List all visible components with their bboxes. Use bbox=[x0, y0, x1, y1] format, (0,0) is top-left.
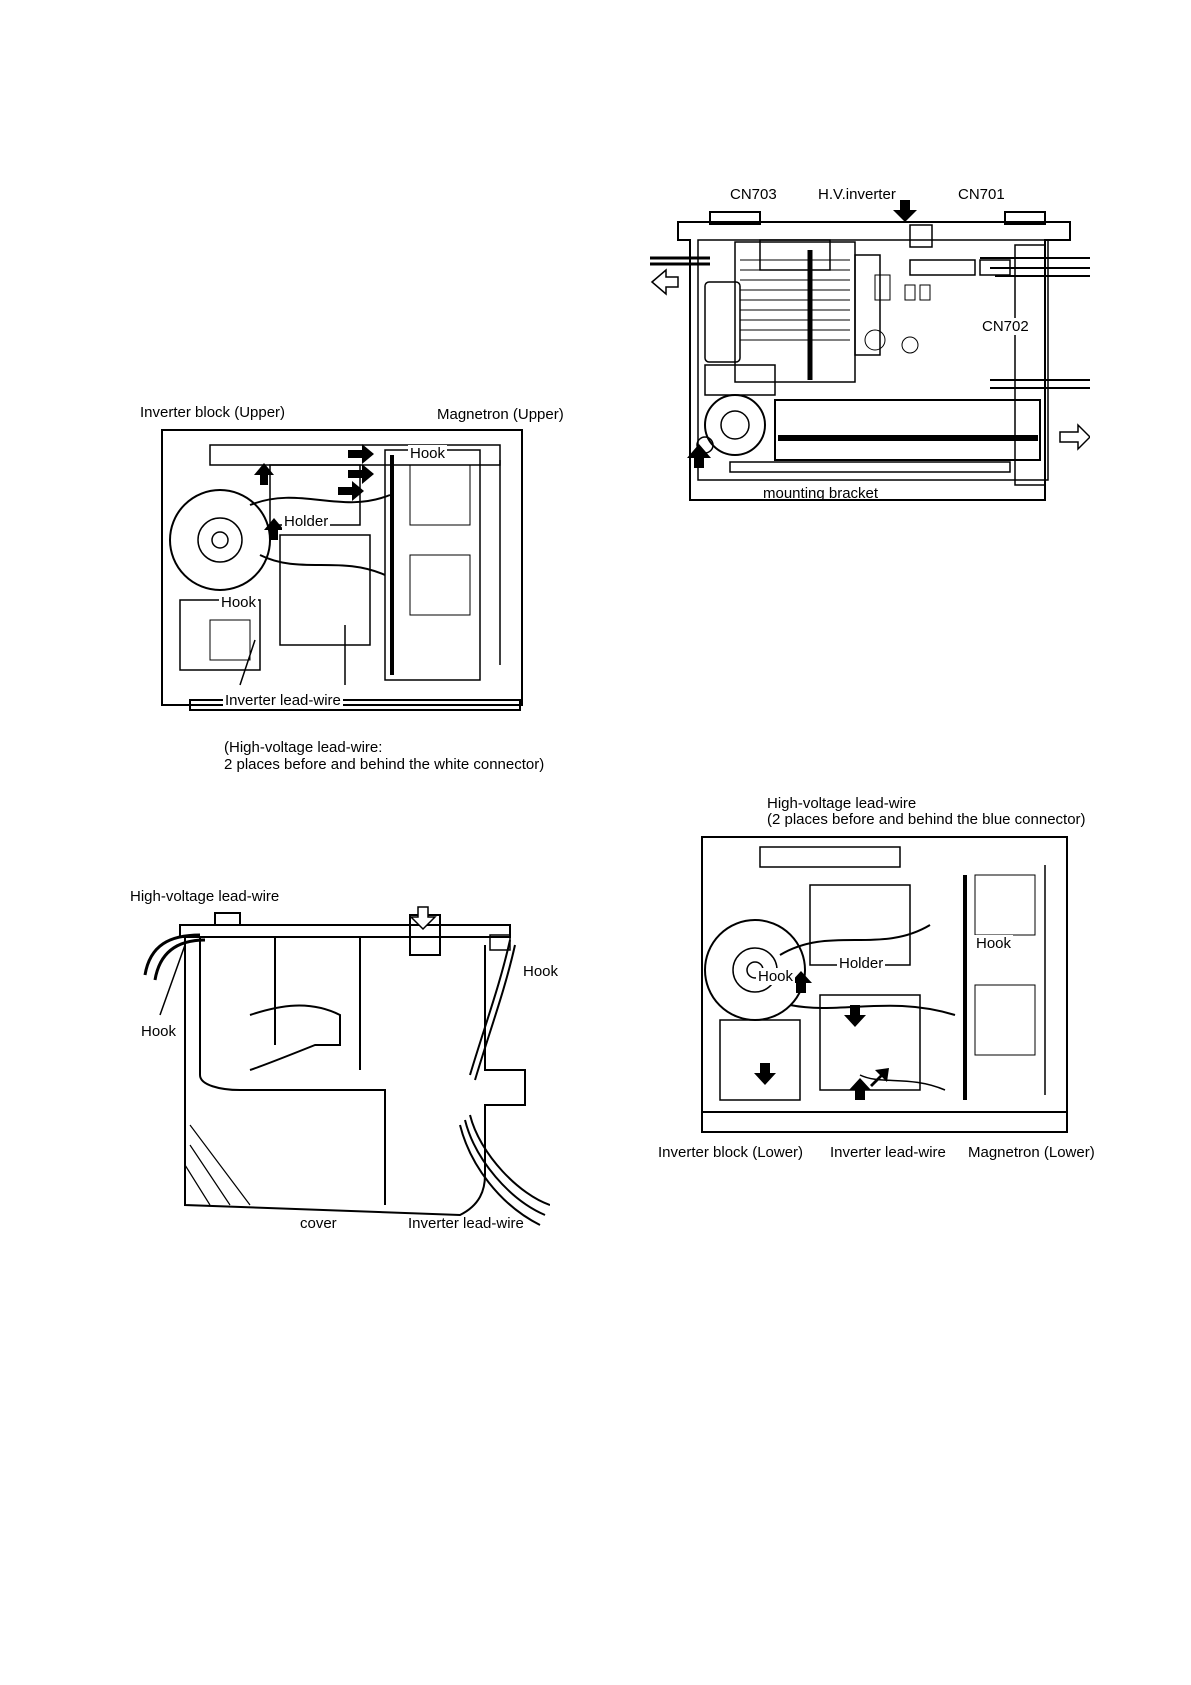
label-hook-left-bl: Hook bbox=[139, 1023, 179, 1040]
label-holder-br: Holder bbox=[837, 955, 886, 972]
label-hook-right-br: Hook bbox=[974, 935, 1014, 952]
label-cn701: CN701 bbox=[958, 186, 1005, 203]
label-hook-right-bl: Hook bbox=[521, 963, 561, 980]
label-hook-left: Hook bbox=[219, 594, 259, 611]
label-inverter-lead-wire-bl: Inverter lead-wire bbox=[408, 1215, 524, 1232]
label-hv-line2-br: (2 places before and behind the blue con… bbox=[767, 811, 1086, 828]
label-hv-note-line1: (High-voltage lead-wire: bbox=[224, 739, 383, 756]
label-mounting-bracket: mounting bracket bbox=[763, 485, 879, 502]
label-hv-lead-wire-bl: High-voltage lead-wire bbox=[130, 888, 280, 905]
label-cover: cover bbox=[300, 1215, 337, 1232]
hv-inverter-diagram bbox=[650, 200, 1090, 501]
label-inverter-lead-wire: Inverter lead-wire bbox=[223, 692, 343, 709]
label-inverter-block-upper: Inverter block (Upper) bbox=[140, 404, 286, 421]
label-magnetron-upper: Magnetron (Upper) bbox=[437, 406, 564, 423]
label-cn702: CN702 bbox=[980, 318, 1031, 335]
cover-diagram bbox=[143, 906, 550, 1226]
label-hook-top: Hook bbox=[408, 445, 448, 462]
label-hv-line1-br: High-voltage lead-wire bbox=[767, 795, 917, 812]
inverter-block-lower-diagram bbox=[701, 836, 1068, 1133]
label-magnetron-lower: Magnetron (Lower) bbox=[968, 1144, 1095, 1161]
label-holder: Holder bbox=[282, 513, 331, 530]
label-inverter-block-lower: Inverter block (Lower) bbox=[658, 1144, 804, 1161]
label-cn703: CN703 bbox=[730, 186, 777, 203]
label-inverter-lead-wire-br: Inverter lead-wire bbox=[830, 1144, 946, 1161]
label-hook-left-br: Hook bbox=[756, 968, 796, 985]
label-hv-inverter: H.V.inverter bbox=[818, 186, 896, 203]
label-hv-note-line2: 2 places before and behind the white con… bbox=[224, 756, 545, 773]
inverter-block-upper-diagram bbox=[161, 429, 523, 711]
